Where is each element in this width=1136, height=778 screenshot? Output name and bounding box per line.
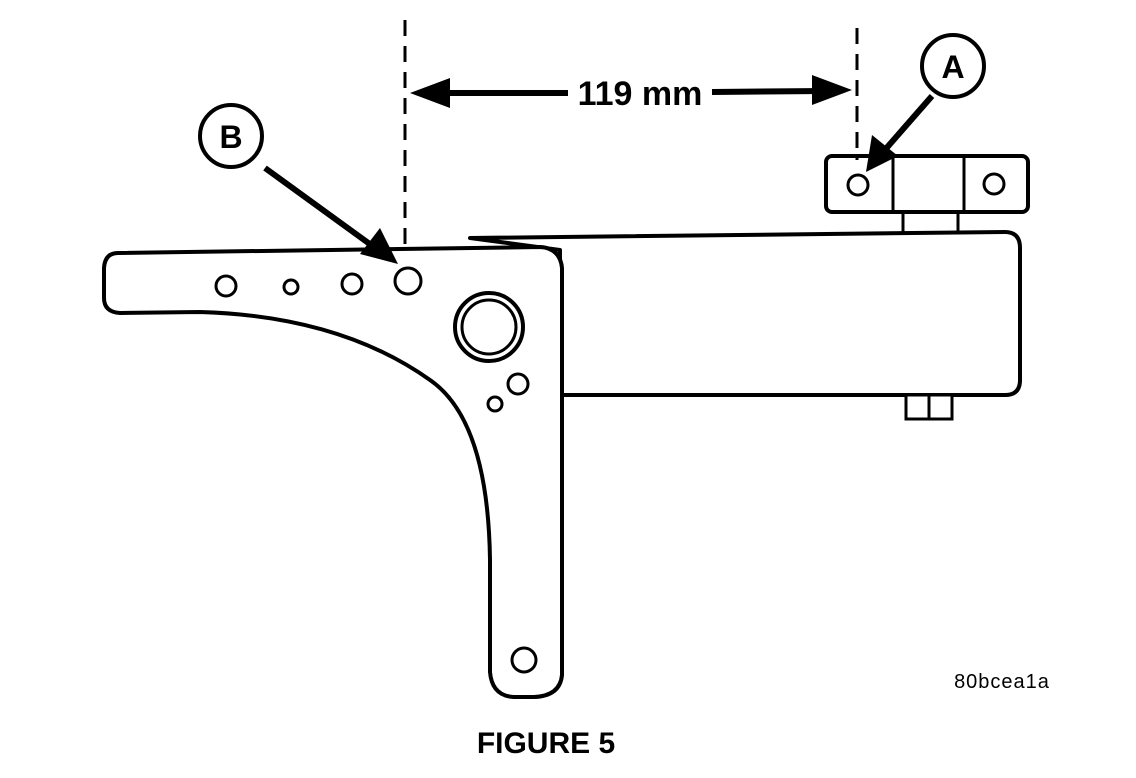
upper-mount-block — [824, 154, 1030, 234]
bottom-stud — [904, 393, 954, 421]
callout-b: B — [198, 103, 398, 264]
main-housing — [468, 230, 1022, 397]
pivot-bolt — [453, 291, 525, 363]
bracket-hole-3 — [340, 272, 364, 296]
figure-caption: FIGURE 5 — [477, 727, 615, 760]
bracket-hole-1 — [214, 274, 238, 298]
bracket-hole-5 — [506, 372, 530, 396]
bracket-hole-6 — [486, 395, 504, 413]
callout-b-leader — [263, 165, 380, 253]
callout-b-bubble — [198, 103, 264, 169]
dimension-label: 119 mm — [578, 75, 703, 113]
callout-a-leader — [880, 94, 935, 154]
callout-a: A — [866, 33, 986, 172]
bracket-hole-bottom — [510, 646, 538, 674]
bracket-hole-b — [393, 266, 423, 296]
dimension-arrow-left — [410, 78, 568, 108]
l-bracket — [102, 245, 564, 699]
callout-b-arrowhead — [360, 228, 398, 264]
bracket-hole-2 — [282, 278, 300, 296]
callout-a-arrowhead — [866, 135, 898, 172]
callout-b-letter: B — [219, 119, 242, 155]
callout-a-bubble — [920, 33, 986, 99]
drawing-code: 80bcea1a — [954, 671, 1050, 693]
callout-a-letter: A — [941, 49, 964, 85]
dimension-arrow-right — [711, 75, 852, 105]
mount-hole-right — [982, 172, 1006, 196]
mount-hole-a — [846, 173, 870, 197]
